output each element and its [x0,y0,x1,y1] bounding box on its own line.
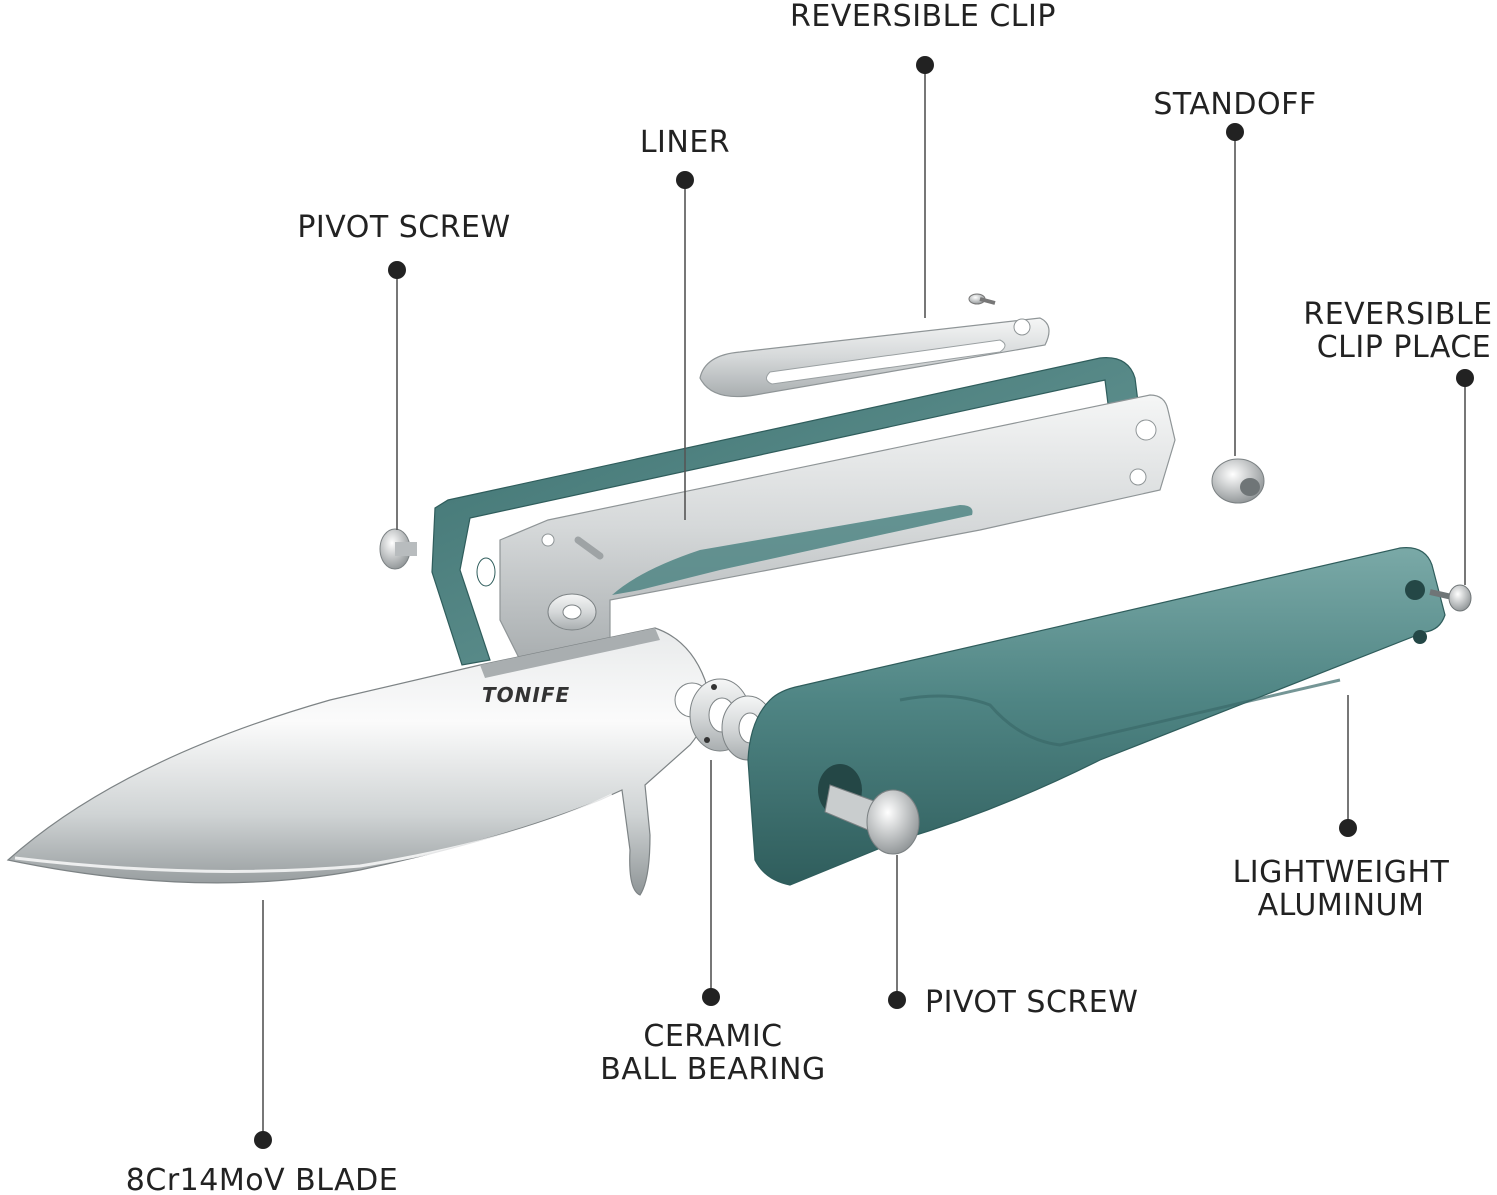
label-reversible-clip-place-line1: REVERSIBLE [1303,297,1492,332]
callout-blade: 8Cr14MoV BLADE [126,900,398,1195]
pocket-clip [699,317,1050,398]
label-standoff: STANDOFF [1153,87,1316,122]
label-reversible-clip: REVERSIBLE CLIP [790,0,1056,34]
blade [6,627,710,896]
callout-standoff: STANDOFF [1153,87,1316,456]
callout-lightweight-aluminum: LIGHTWEIGHT ALUMINUM [1233,695,1450,923]
callout-ceramic-ball-bearing: CERAMIC BALL BEARING [600,760,826,1087]
label-pivot-screw-bottom: PIVOT SCREW [925,985,1138,1020]
label-lightweight-aluminum-line1: LIGHTWEIGHT [1233,855,1450,890]
front-handle-scale [747,547,1446,886]
label-pivot-screw-top: PIVOT SCREW [297,210,510,245]
callout-pivot-screw-top: PIVOT SCREW [297,210,510,530]
pivot-screw-bottom [824,784,920,855]
brand-logo: TONIFE [482,683,570,707]
clip-screw [968,293,996,305]
clip-place-screw [1429,584,1472,612]
label-reversible-clip-place-line2: CLIP PLACE [1317,330,1492,365]
callout-reversible-clip: REVERSIBLE CLIP [790,0,1056,318]
callout-pivot-screw-bottom: PIVOT SCREW [888,855,1138,1020]
label-ceramic-ball-bearing-line1: CERAMIC [643,1019,782,1054]
label-lightweight-aluminum-line2: ALUMINUM [1258,888,1425,923]
back-handle-scale [431,357,1141,666]
callout-liner: LINER [640,125,730,520]
detent-pin [574,536,604,560]
callout-reversible-clip-place: REVERSIBLE CLIP PLACE [1303,297,1492,585]
pivot-screw-top [379,528,417,570]
label-ceramic-ball-bearing-line2: BALL BEARING [600,1052,826,1087]
label-blade: 8Cr14MoV BLADE [126,1163,398,1195]
label-liner: LINER [640,125,730,160]
standoff [1211,458,1265,504]
